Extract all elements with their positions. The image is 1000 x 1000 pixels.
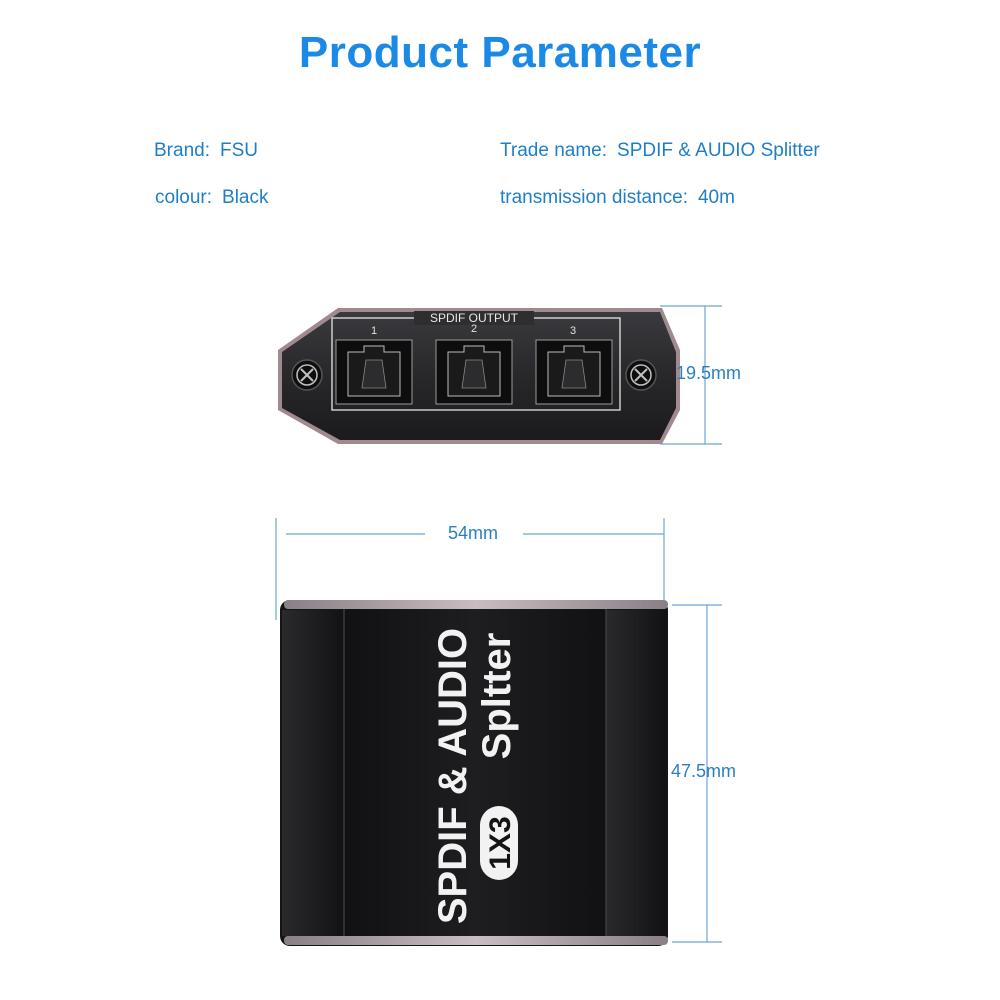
param-colour: colour: Black [155,187,269,209]
port-3-number: 3 [570,325,576,337]
device-print-line1: SPDIF & AUDIO [431,628,475,924]
param-distance-label: transmission distance: [500,187,688,208]
dimension-depth-label: 47.5mm [671,761,737,781]
device-print-line2: Spltter [475,633,519,760]
dimension-height-front-label: 19.5mm [676,363,742,383]
device-badge-bg [480,806,518,880]
param-colour-value: Black [222,187,269,208]
param-distance-value: 40m [697,187,735,208]
dimension-line-depth [672,604,722,943]
optical-port-2: 2 [435,323,513,405]
param-brand-value: FSU [219,140,258,161]
front-view: SPDIF OUTPUT 1 2 3 [278,308,680,444]
param-distance: transmission distance: 40m [500,187,735,209]
port-1-number: 1 [371,325,377,337]
top-edge-highlight [284,600,668,609]
port-2-number: 2 [471,323,477,335]
optical-port-3: 3 [535,325,613,405]
screw-left-icon [291,359,323,391]
param-trade-name: Trade name: SPDIF & AUDIO Splitter [500,140,820,162]
dimension-width-label: 54mm [448,523,499,543]
param-trade-name-label: Trade name: [500,140,608,161]
param-colour-label: colour: [155,187,213,208]
device-badge: 1X3 [484,816,517,869]
page-title: Product Parameter [298,28,702,77]
screw-right-icon [625,359,657,391]
spdif-output-label: SPDIF OUTPUT [430,311,519,325]
top-view: SPDIF & AUDIO Spltter 1X3 [280,600,668,946]
param-trade-name-value: SPDIF & AUDIO Splitter [617,140,820,161]
output-label-bg [414,311,534,325]
param-brand: Brand: FSU [154,140,258,162]
dimension-line-front-height [660,305,722,445]
bottom-edge-highlight [284,936,668,945]
param-brand-label: Brand: [154,140,210,161]
optical-port-1: 1 [335,325,413,405]
